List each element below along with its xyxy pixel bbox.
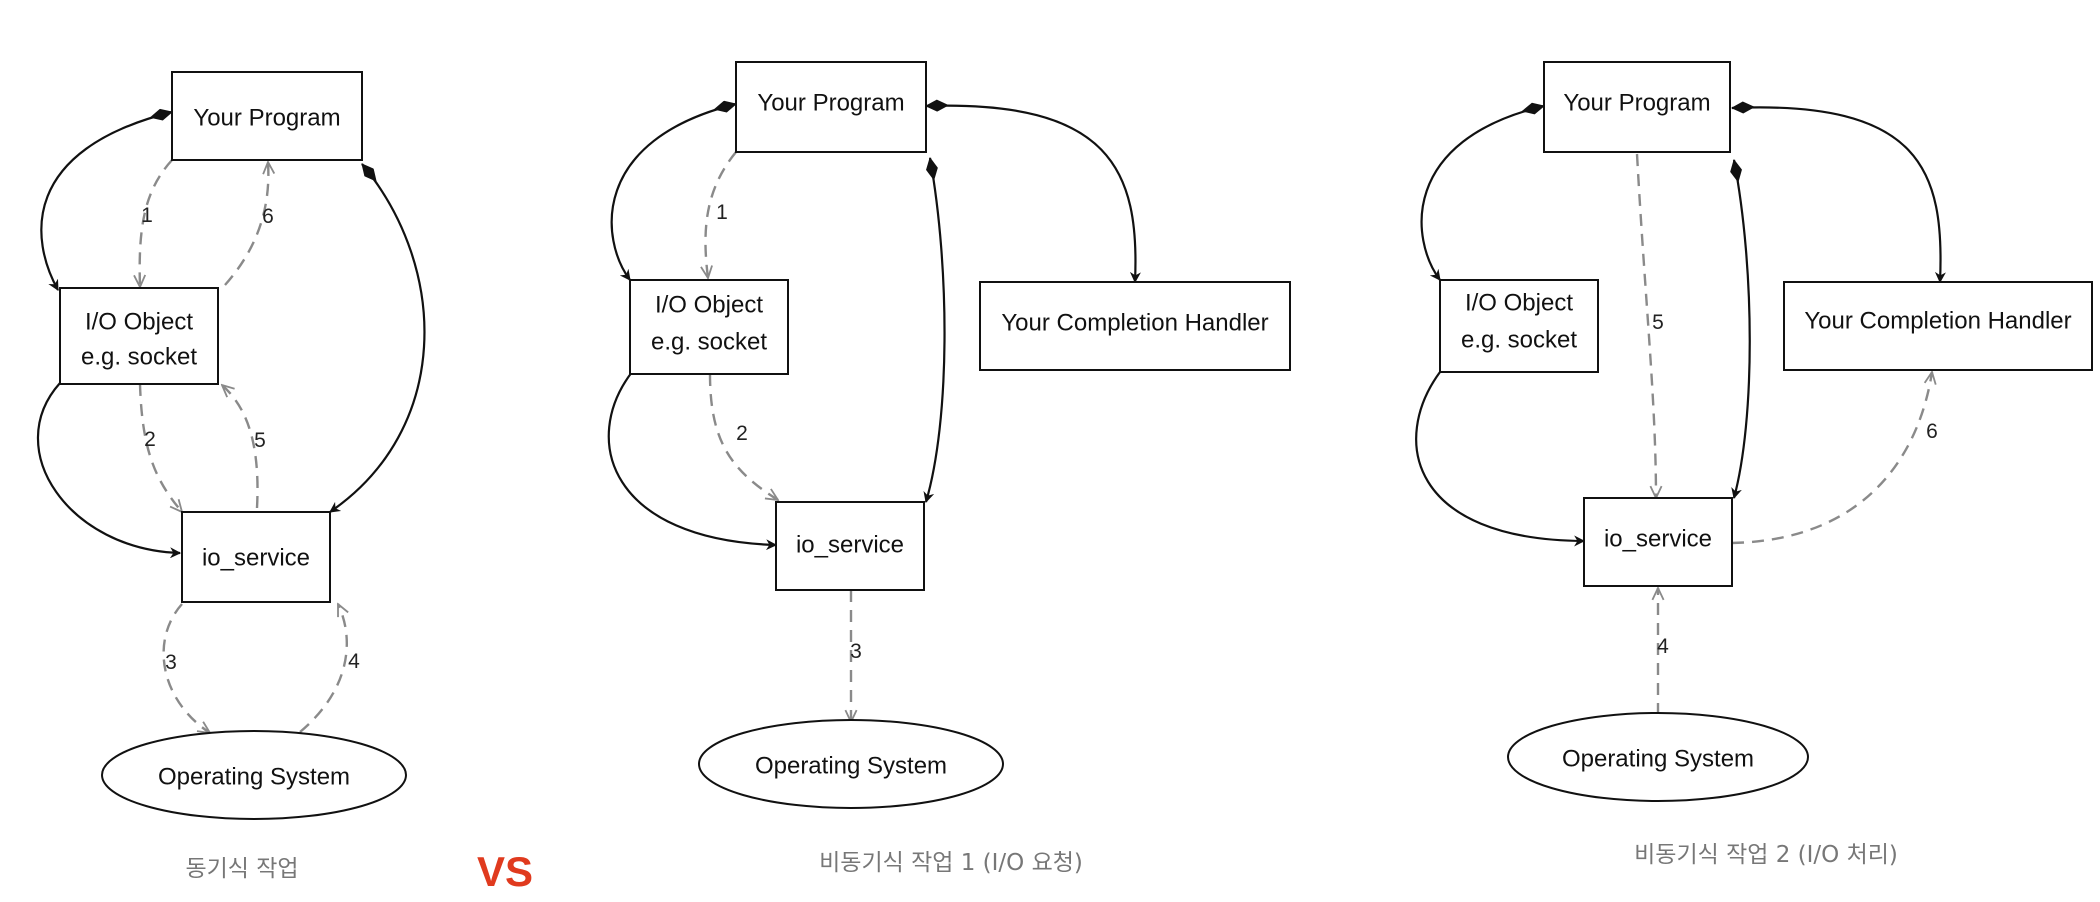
node-io-service bbox=[775, 501, 925, 591]
node-operating-system bbox=[698, 719, 1004, 809]
edge-step-4 bbox=[299, 604, 347, 733]
edge-program-to-ioobject bbox=[1420, 102, 1545, 281]
node-io-service-label: io_service bbox=[796, 531, 904, 558]
node-your-program-label: Your Program bbox=[757, 89, 904, 116]
node-your-program-label: Your Program bbox=[193, 104, 340, 131]
edge-step-6 bbox=[224, 162, 268, 286]
step-label-6: 6 bbox=[1926, 420, 1938, 443]
node-operating-system bbox=[101, 730, 407, 820]
edge-step-2 bbox=[138, 383, 182, 512]
edge-step-1 bbox=[705, 151, 737, 278]
step-label-3: 3 bbox=[850, 640, 862, 663]
panel-caption: 동기식 작업 bbox=[185, 856, 298, 882]
edge-step-5 bbox=[1635, 153, 1656, 498]
node-operating-system-label: Operating System bbox=[1562, 745, 1754, 772]
node-operating-system-label: Operating System bbox=[755, 752, 947, 779]
panel-sync: Your Program I/O Object e.g. socket io_s… bbox=[37, 71, 426, 882]
step-label-1: 1 bbox=[141, 204, 153, 227]
edge-ioobject-to-ioservice bbox=[607, 371, 778, 551]
edge-ioobject-to-ioservice bbox=[37, 382, 182, 559]
edge-step-2 bbox=[708, 373, 778, 500]
step-label-2: 2 bbox=[736, 422, 748, 445]
vs-label: VS bbox=[477, 848, 533, 895]
step-label-2: 2 bbox=[144, 428, 156, 451]
edge-ioobject-to-ioservice bbox=[1415, 371, 1586, 547]
step-label-5: 5 bbox=[1652, 311, 1664, 334]
node-io-object-sublabel: e.g. socket bbox=[651, 328, 767, 355]
step-label-4: 4 bbox=[1657, 635, 1669, 658]
step-label-6: 6 bbox=[262, 205, 274, 228]
panel-async-request: Your Program I/O Object e.g. socket Your… bbox=[607, 61, 1291, 876]
edge-program-to-handler bbox=[1731, 101, 1946, 284]
node-io-service bbox=[181, 511, 331, 603]
node-io-object-label: I/O Object bbox=[1465, 289, 1573, 316]
node-your-program-label: Your Program bbox=[1563, 89, 1710, 116]
node-operating-system-label: Operating System bbox=[158, 763, 350, 790]
edge-program-to-ioservice bbox=[1730, 159, 1751, 500]
node-your-program bbox=[171, 71, 363, 161]
step-label-1: 1 bbox=[716, 201, 728, 224]
node-io-service-label: io_service bbox=[1604, 525, 1712, 552]
node-completion-handler-label: Your Completion Handler bbox=[1804, 307, 2071, 334]
panel-caption: 비동기식 작업 1 (I/O 요청) bbox=[819, 850, 1083, 876]
node-your-program bbox=[1543, 61, 1731, 153]
node-operating-system bbox=[1507, 712, 1809, 802]
node-completion-handler bbox=[1783, 281, 2093, 371]
edge-program-to-ioobject bbox=[40, 108, 173, 291]
panel-async-completion: Your Program I/O Object e.g. socket Your… bbox=[1415, 61, 2093, 868]
node-io-object-sublabel: e.g. socket bbox=[1461, 326, 1577, 353]
panel-caption: 비동기식 작업 2 (I/O 처리) bbox=[1634, 842, 1898, 868]
node-io-object-label: I/O Object bbox=[655, 291, 763, 318]
node-io-object bbox=[59, 287, 219, 385]
edge-program-to-ioservice bbox=[329, 163, 426, 513]
step-label-3: 3 bbox=[165, 651, 177, 674]
node-io-object-sublabel: e.g. socket bbox=[81, 343, 197, 370]
edge-program-to-handler bbox=[925, 99, 1141, 284]
node-io-service bbox=[1583, 497, 1733, 587]
node-completion-handler-label: Your Completion Handler bbox=[1001, 309, 1268, 336]
edge-step-6 bbox=[1731, 372, 1932, 545]
node-io-object bbox=[629, 279, 789, 375]
node-your-program bbox=[735, 61, 927, 153]
step-label-4: 4 bbox=[348, 650, 360, 673]
node-io-service-label: io_service bbox=[202, 544, 310, 571]
node-io-object bbox=[1439, 279, 1599, 373]
node-io-object-label: I/O Object bbox=[85, 308, 193, 335]
edge-program-to-ioobject bbox=[610, 100, 737, 281]
edge-program-to-ioservice bbox=[923, 157, 946, 504]
step-label-5: 5 bbox=[254, 429, 266, 452]
edge-step-5 bbox=[222, 385, 259, 509]
node-completion-handler bbox=[979, 281, 1291, 371]
edge-step-3 bbox=[162, 603, 210, 733]
